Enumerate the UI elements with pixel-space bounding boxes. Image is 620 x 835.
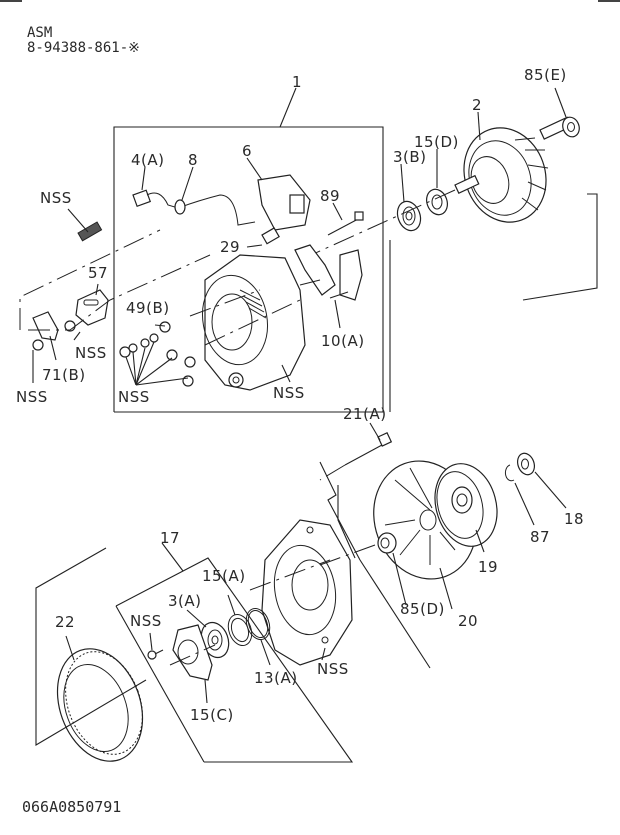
callout-nss-housing: NSS xyxy=(273,384,305,402)
plate-part-15c xyxy=(172,624,213,681)
cover-part-57 xyxy=(75,289,109,326)
callout-15d: 15(D) xyxy=(414,133,459,151)
rear-frame xyxy=(261,519,353,666)
callout-22: 22 xyxy=(55,613,75,631)
figure-code: 066A0850791 xyxy=(22,798,121,816)
bearing-part-3a xyxy=(200,621,230,659)
bolt-part-89 xyxy=(327,211,364,236)
callout-85d: 85(D) xyxy=(400,600,445,618)
assembly-1-bracket xyxy=(113,87,384,413)
callout-3b: 3(B) xyxy=(393,148,427,166)
spacer-part-85d xyxy=(377,532,397,554)
rotor-part-2 xyxy=(454,116,573,223)
callout-49b: 49(B) xyxy=(126,299,170,317)
rotor-axis-line xyxy=(299,189,456,261)
callout-89: 89 xyxy=(320,187,340,205)
clip-nss-top-left xyxy=(77,221,103,242)
callout-nss-nuts: NSS xyxy=(118,388,150,406)
screw-nss xyxy=(147,649,164,660)
assembly-part-number: 8-94388-861-※ xyxy=(27,40,140,56)
callout-8: 8 xyxy=(188,151,198,169)
callout-nss-top-left: NSS xyxy=(40,189,72,207)
callout-21a: 21(A) xyxy=(343,405,387,423)
lock-washer-part-87 xyxy=(504,464,515,482)
brush-holder-part-6 xyxy=(257,174,311,231)
upper-leader-lines xyxy=(32,87,567,386)
callout-15a: 15(A) xyxy=(202,567,246,585)
nut-washer-set xyxy=(32,320,196,387)
lower-leader-lines xyxy=(65,471,567,704)
callout-17: 17 xyxy=(160,529,180,547)
callout-1: 1 xyxy=(292,73,302,91)
callout-nss-screw: NSS xyxy=(130,612,162,630)
callout-nss-frame: NSS xyxy=(317,660,349,678)
callout-13a: 13(A) xyxy=(254,669,298,687)
callout-71b: 71(B) xyxy=(42,366,86,384)
bearing-part-3b xyxy=(396,200,422,232)
terminal-part-29 xyxy=(261,227,280,245)
callout-2: 2 xyxy=(472,96,482,114)
stator-part-22 xyxy=(56,648,144,762)
bracket-part-71b xyxy=(32,311,59,341)
callout-57: 57 xyxy=(88,264,108,282)
pulley-part-19 xyxy=(434,463,498,547)
callout-nss-57: NSS xyxy=(75,344,107,362)
callout-10a: 10(A) xyxy=(321,332,365,350)
callout-19: 19 xyxy=(478,558,498,576)
front-housing xyxy=(202,254,306,391)
callout-6: 6 xyxy=(242,142,252,160)
callout-20: 20 xyxy=(458,612,478,630)
lead-wire-part-4a xyxy=(132,189,256,226)
lower-brackets xyxy=(35,461,431,763)
nut-part-18 xyxy=(516,452,536,476)
grommet-part-8 xyxy=(174,199,186,215)
bolt-part-21a xyxy=(344,431,393,466)
bracket-part-10a xyxy=(294,244,363,301)
assembly-label: ASM xyxy=(27,25,52,41)
callout-4a: 4(A) xyxy=(131,151,165,169)
callout-nss-71: NSS xyxy=(16,388,48,406)
upper-guide-lines xyxy=(19,229,301,346)
callout-87: 87 xyxy=(530,528,550,546)
callout-29: 29 xyxy=(220,238,240,256)
callout-18: 18 xyxy=(564,510,584,528)
rotor-bracket xyxy=(389,193,598,412)
leader-21a xyxy=(369,422,381,441)
callout-85e: 85(E) xyxy=(524,66,567,84)
callout-15c: 15(C) xyxy=(190,706,234,724)
washer-part-85e xyxy=(562,116,580,138)
callout-3a: 3(A) xyxy=(168,592,202,610)
